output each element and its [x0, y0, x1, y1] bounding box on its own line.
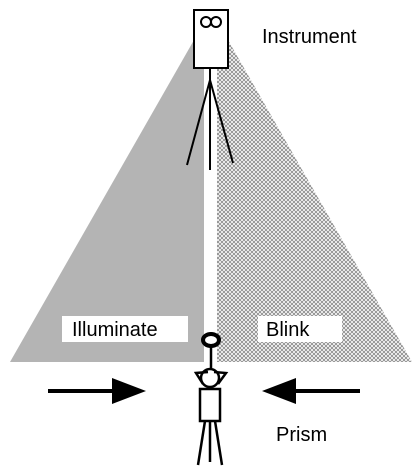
blink-label: Blink	[266, 319, 310, 341]
blink-beam	[217, 40, 412, 362]
blink-label-box	[258, 316, 342, 342]
arrow-left-icon	[262, 378, 360, 404]
total-station-icon	[186, 9, 234, 170]
illuminate-label: Illuminate	[72, 319, 158, 341]
illuminate-label-box	[62, 316, 188, 342]
illuminate-beam	[10, 40, 204, 362]
prism-label: Prism	[276, 424, 327, 446]
prism-pole-person-icon	[193, 332, 229, 466]
arrow-right-icon	[48, 378, 146, 404]
instrument-label: Instrument	[262, 26, 357, 48]
